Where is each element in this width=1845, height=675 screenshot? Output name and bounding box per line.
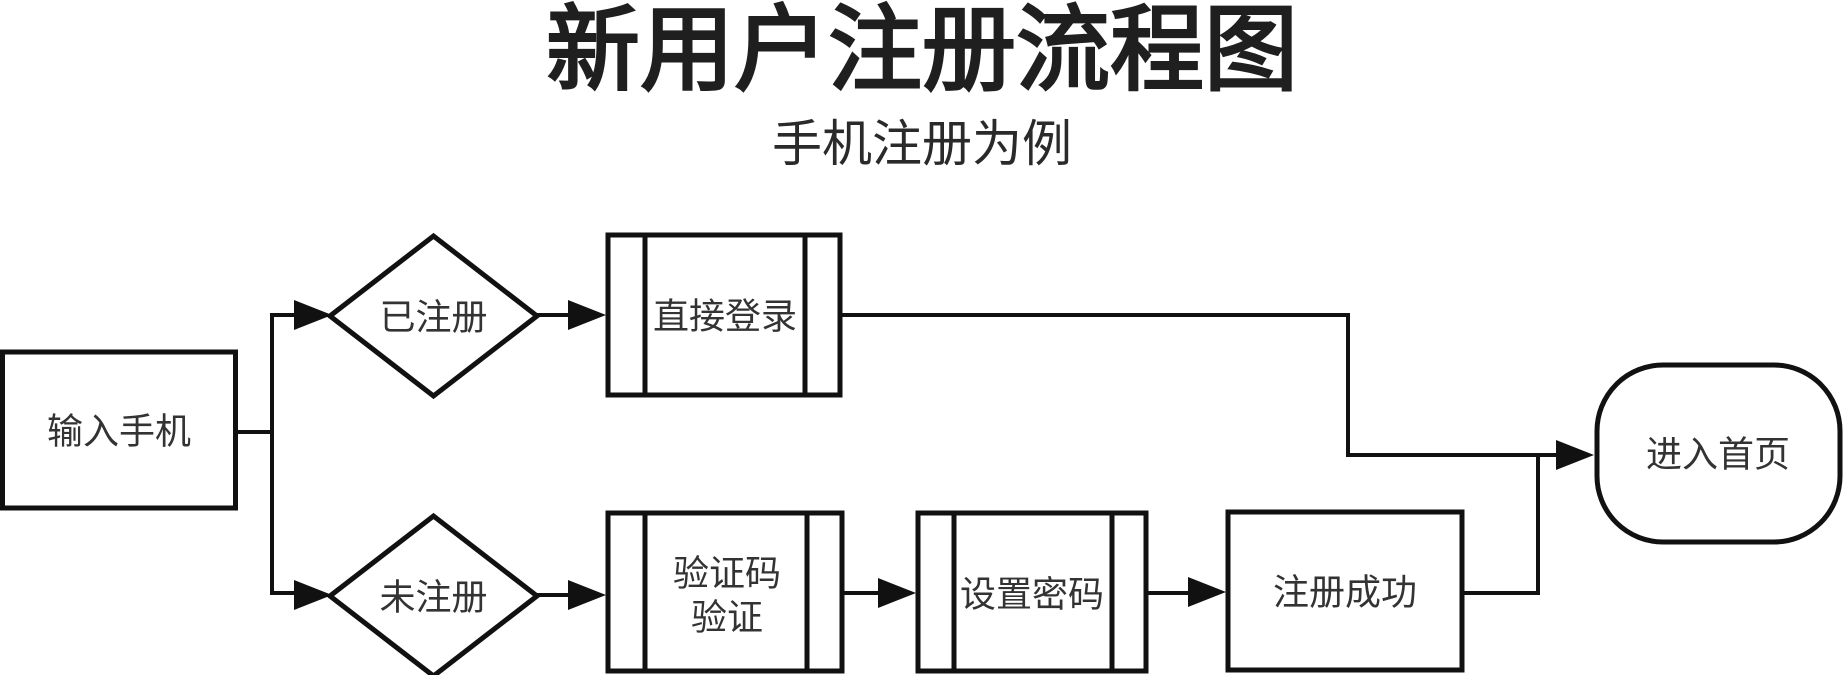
arrowhead-icon (878, 578, 916, 608)
node-registered-label: 已注册 (379, 297, 487, 338)
node-register-success: 注册成功 (1225, 509, 1465, 673)
page-subtitle: 手机注册为例 (772, 116, 1072, 172)
page-title: 新用户注册流程图 (546, 0, 1298, 102)
node-verify-code: 验证码 验证 (605, 510, 845, 674)
node-set-password-label: 设置密码 (960, 574, 1104, 615)
arrowhead-icon (568, 580, 606, 610)
node-unregistered: 未注册 (325, 512, 542, 675)
arrowhead-icon (294, 300, 332, 330)
node-enter-home: 进入首页 (1594, 362, 1843, 545)
edge-login-to-home (840, 313, 1560, 457)
edge-success-to-home (1462, 453, 1540, 595)
node-input-phone: 输入手机 (0, 349, 238, 511)
node-direct-login-label: 直接登录 (653, 296, 797, 337)
node-verify-code-label-line1: 验证码 (673, 553, 781, 594)
node-unregistered-label: 未注册 (379, 577, 487, 618)
node-direct-login: 直接登录 (605, 232, 843, 398)
node-enter-home-label: 进入首页 (1646, 434, 1790, 475)
arrowhead-icon (1188, 577, 1226, 607)
arrowhead-icon (1556, 440, 1594, 470)
node-registered: 已注册 (325, 232, 542, 400)
node-register-success-label: 注册成功 (1273, 572, 1417, 613)
edge-input-branch (236, 313, 300, 595)
node-set-password: 设置密码 (915, 510, 1149, 674)
node-verify-code-label-line2: 验证 (691, 597, 763, 638)
arrowhead-icon (568, 300, 606, 330)
node-input-phone-label: 输入手机 (47, 411, 191, 452)
arrowhead-icon (294, 580, 332, 610)
